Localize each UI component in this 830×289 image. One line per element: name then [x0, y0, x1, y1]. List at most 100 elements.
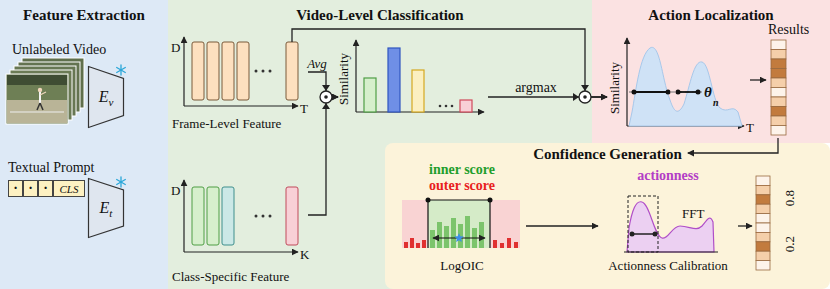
result-column: [771, 97, 786, 107]
similarity-curve: [632, 90, 637, 95]
feature-axis: [184, 251, 298, 252]
logoic-chart: [507, 238, 511, 248]
text-holder: Class-Specific Feature: [172, 267, 289, 285]
node-text: 0.8: [782, 190, 798, 206]
similarity-bar: [388, 48, 400, 112]
similarity-chart: Similarity: [338, 36, 488, 118]
video-frame: [7, 100, 67, 123]
text-holder: D: [171, 38, 180, 56]
text-holder: FFT: [682, 204, 704, 222]
prompt-token: ·: [8, 180, 23, 197]
feature-stack: Frame-Level Feature: [172, 36, 308, 132]
node-text: Frame-Level Feature: [172, 116, 281, 131]
video-frame: [40, 92, 46, 95]
text-holder: ·: [9, 181, 22, 196]
text-holder: Frame-Level Feature: [172, 114, 281, 132]
frame-feature: [286, 42, 298, 100]
text-holder: Confidence Generation: [385, 145, 830, 163]
frozen-icon: [117, 180, 126, 185]
confidence-column: [756, 176, 770, 185]
prompt-token: CLS: [53, 180, 85, 197]
confidence-column: [756, 223, 770, 232]
prompt-token: ·: [38, 180, 53, 197]
video-frame: [6, 58, 84, 124]
logoic-chart: [488, 198, 493, 203]
text-holder: Results: [768, 20, 809, 38]
logoic-chart: [402, 200, 428, 248]
class-feature: [192, 187, 298, 245]
similarity-curve: [634, 91, 668, 93]
arrowhead: [573, 93, 579, 101]
localization-chart: Similarity: [607, 34, 750, 138]
video-frame: [38, 88, 42, 92]
axis-label: K: [300, 247, 309, 262]
ellipsis: [269, 70, 272, 73]
ellipsis: [255, 70, 258, 73]
chart-axis: [356, 38, 744, 126]
video-frame: [39, 92, 41, 103]
confidence-column: [756, 176, 770, 270]
axis-label: T: [300, 101, 308, 116]
similarity-bar: [460, 100, 472, 112]
logoic-chart: [500, 243, 504, 248]
connector: [750, 79, 766, 80]
text-holder: argmax: [536, 78, 578, 96]
node-text: ·: [28, 182, 33, 196]
frozen-icon: [117, 180, 126, 185]
logoic-chart: [451, 218, 456, 248]
result-column: [771, 88, 786, 98]
video-frame: [40, 103, 43, 110]
text-holder: Unlabeled Video: [12, 40, 106, 58]
multiply-symbol: [579, 91, 591, 103]
feature-axis: [184, 105, 298, 106]
text-holder: Video-Level Classification: [168, 6, 592, 24]
encoder-outline: [89, 67, 124, 128]
logoic-chart: [493, 240, 497, 248]
text-holder: D: [171, 181, 180, 199]
prompt-token: ·: [23, 180, 38, 197]
logoic-chart: inner scoreouter scoreLogOIC: [398, 158, 526, 274]
node-text: Class-Specific Feature: [172, 269, 289, 284]
connector-group: [292, 29, 778, 226]
node-text: ·: [13, 182, 18, 196]
frame-feature: [237, 42, 249, 100]
actionness-curve: [632, 233, 655, 235]
logoic-chart: [490, 200, 520, 248]
frozen-icon: [117, 68, 126, 73]
axis-label: θ: [704, 84, 712, 100]
logoic-chart: [430, 230, 435, 248]
chart-axis: [355, 40, 356, 112]
similarity-curve: [696, 90, 701, 95]
node-text: inner score: [429, 162, 495, 177]
edge-label: Avg: [307, 56, 327, 72]
encoder: Et: [88, 178, 124, 238]
logoic-chart: [514, 242, 518, 248]
node-text: Similarity: [336, 53, 352, 105]
logoic-chart: [430, 216, 484, 248]
confidence-column: [756, 185, 770, 194]
text-holder: Textual Prompt: [8, 158, 95, 176]
text-holder: ·: [24, 181, 37, 196]
ellipsis: [451, 105, 454, 108]
frame-feature: [207, 42, 219, 100]
results-column: Results: [766, 20, 824, 138]
connector: [688, 138, 778, 153]
video-frame: [37, 103, 40, 110]
encoder: Ev: [88, 66, 124, 128]
frame-feature: [222, 42, 234, 100]
text-holder: Feature Extraction: [0, 6, 168, 24]
text-holder: Avg: [317, 54, 337, 72]
similarity-curve: [629, 47, 742, 126]
connector: [526, 225, 598, 226]
ellipsis: [262, 70, 265, 73]
result-column: [771, 40, 786, 135]
video-frame: [7, 75, 67, 85]
panel-background: [385, 143, 830, 289]
class-feature: [286, 187, 298, 245]
confidence-column: [756, 214, 770, 223]
confidence-column: [756, 195, 770, 204]
arrowhead: [322, 85, 330, 91]
